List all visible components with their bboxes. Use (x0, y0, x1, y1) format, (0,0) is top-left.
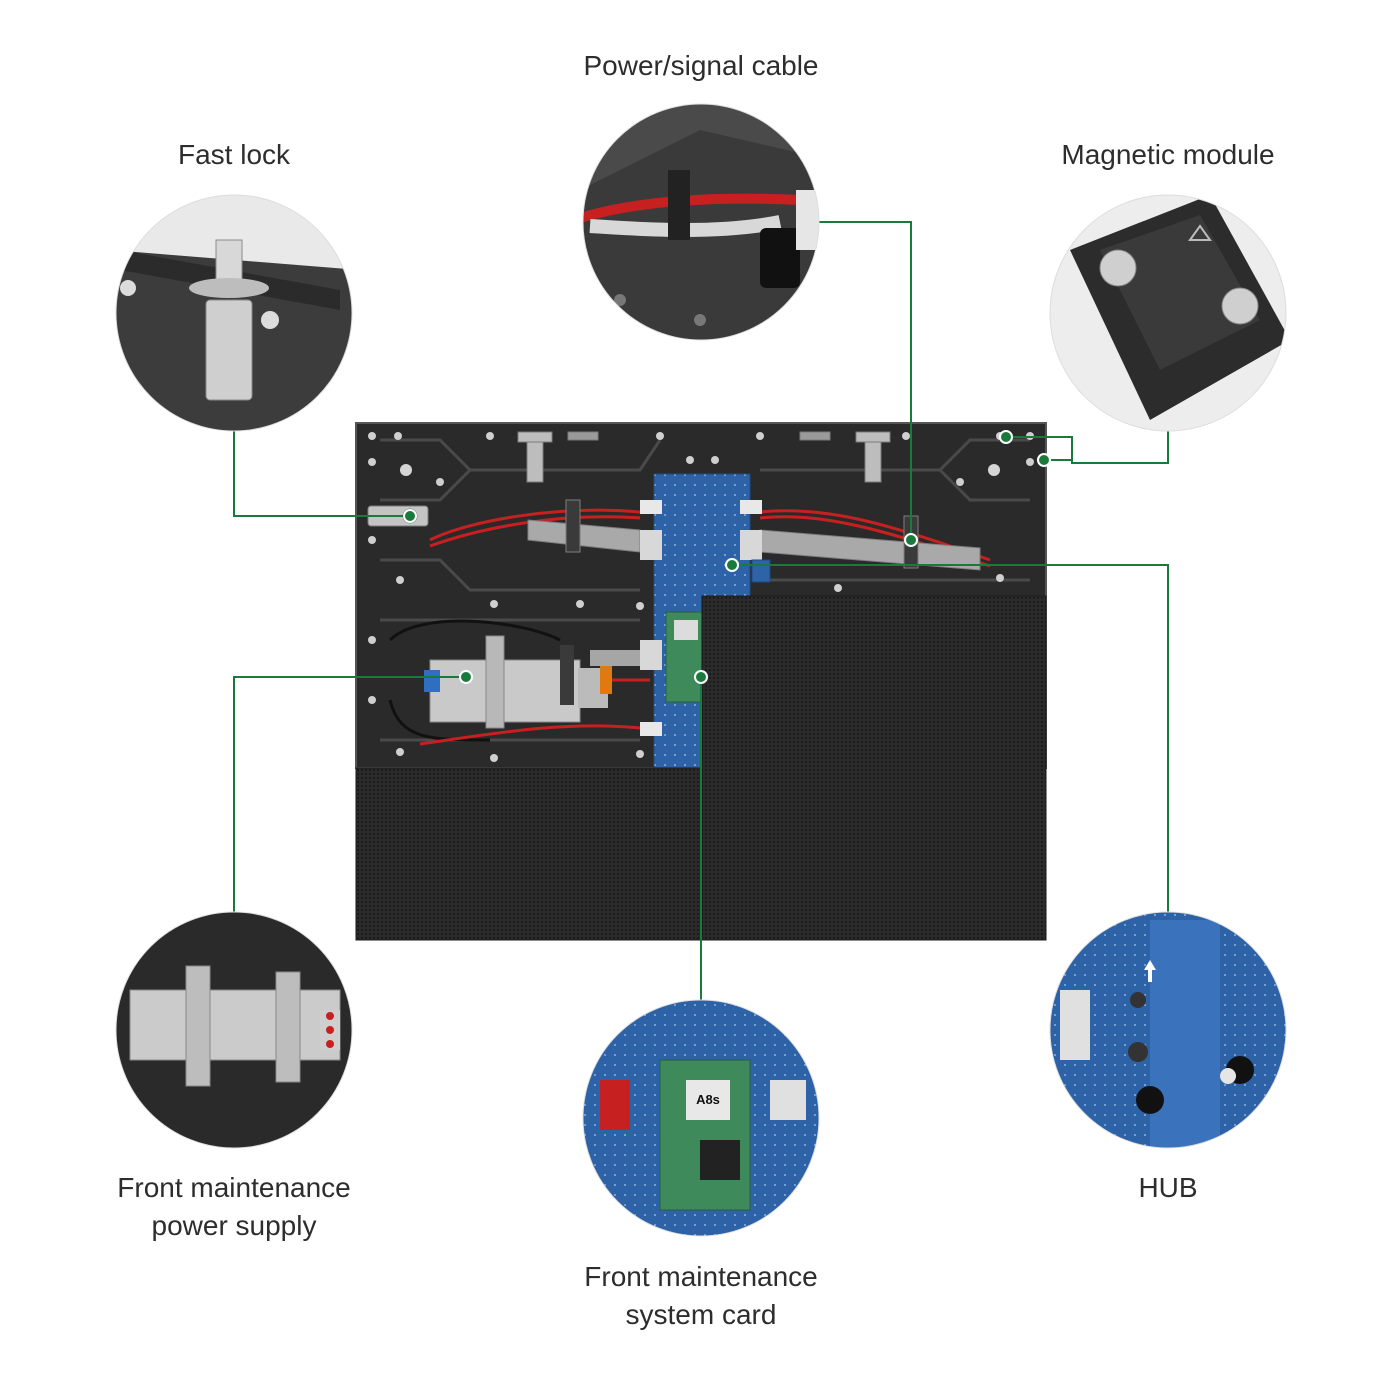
detail-system-card (583, 1000, 819, 1236)
label-power-signal-cable-text: Power/signal cable (583, 50, 819, 81)
label-front-power-supply-line1: Front maintenance (117, 1172, 351, 1203)
label-magnetic-module-text: Magnetic module (1061, 139, 1275, 170)
connector-magnetic-module (1006, 431, 1169, 464)
label-fast-lock-text: Fast lock (177, 139, 291, 170)
connector-dots (403, 430, 1051, 684)
connector-hub (732, 564, 1169, 912)
label-fast-lock: Fast lock (114, 136, 354, 174)
label-front-system-card: Front maintenance system card (546, 1258, 856, 1334)
label-hub-text: HUB (1138, 1172, 1198, 1203)
label-power-signal-cable: Power/signal cable (551, 47, 851, 85)
led-cabinet (355, 422, 1047, 941)
connector-lines (233, 221, 1169, 1000)
label-front-system-card-line2: system card (625, 1299, 777, 1330)
detail-magnetic-module (1050, 195, 1286, 431)
detail-power-signal-cable (583, 104, 819, 340)
label-hub: HUB (1068, 1169, 1268, 1207)
connector-fast-lock (233, 431, 410, 517)
led-module-right (701, 595, 1047, 941)
connector-power-signal-cable (808, 221, 912, 540)
detail-fast-lock (116, 195, 352, 431)
label-front-system-card-line1: Front maintenance (584, 1261, 818, 1292)
led-module-bottom-left (355, 767, 703, 941)
system-card-model-label: A8s (696, 1092, 720, 1107)
detail-hub (1050, 912, 1286, 1148)
label-front-power-supply-line2: power supply (151, 1210, 317, 1241)
detail-power-supply (116, 912, 352, 1148)
power-supply-unit (424, 635, 612, 729)
connector-power-supply (233, 676, 466, 912)
label-front-power-supply: Front maintenance power supply (79, 1169, 389, 1245)
label-magnetic-module: Magnetic module (1018, 136, 1318, 174)
